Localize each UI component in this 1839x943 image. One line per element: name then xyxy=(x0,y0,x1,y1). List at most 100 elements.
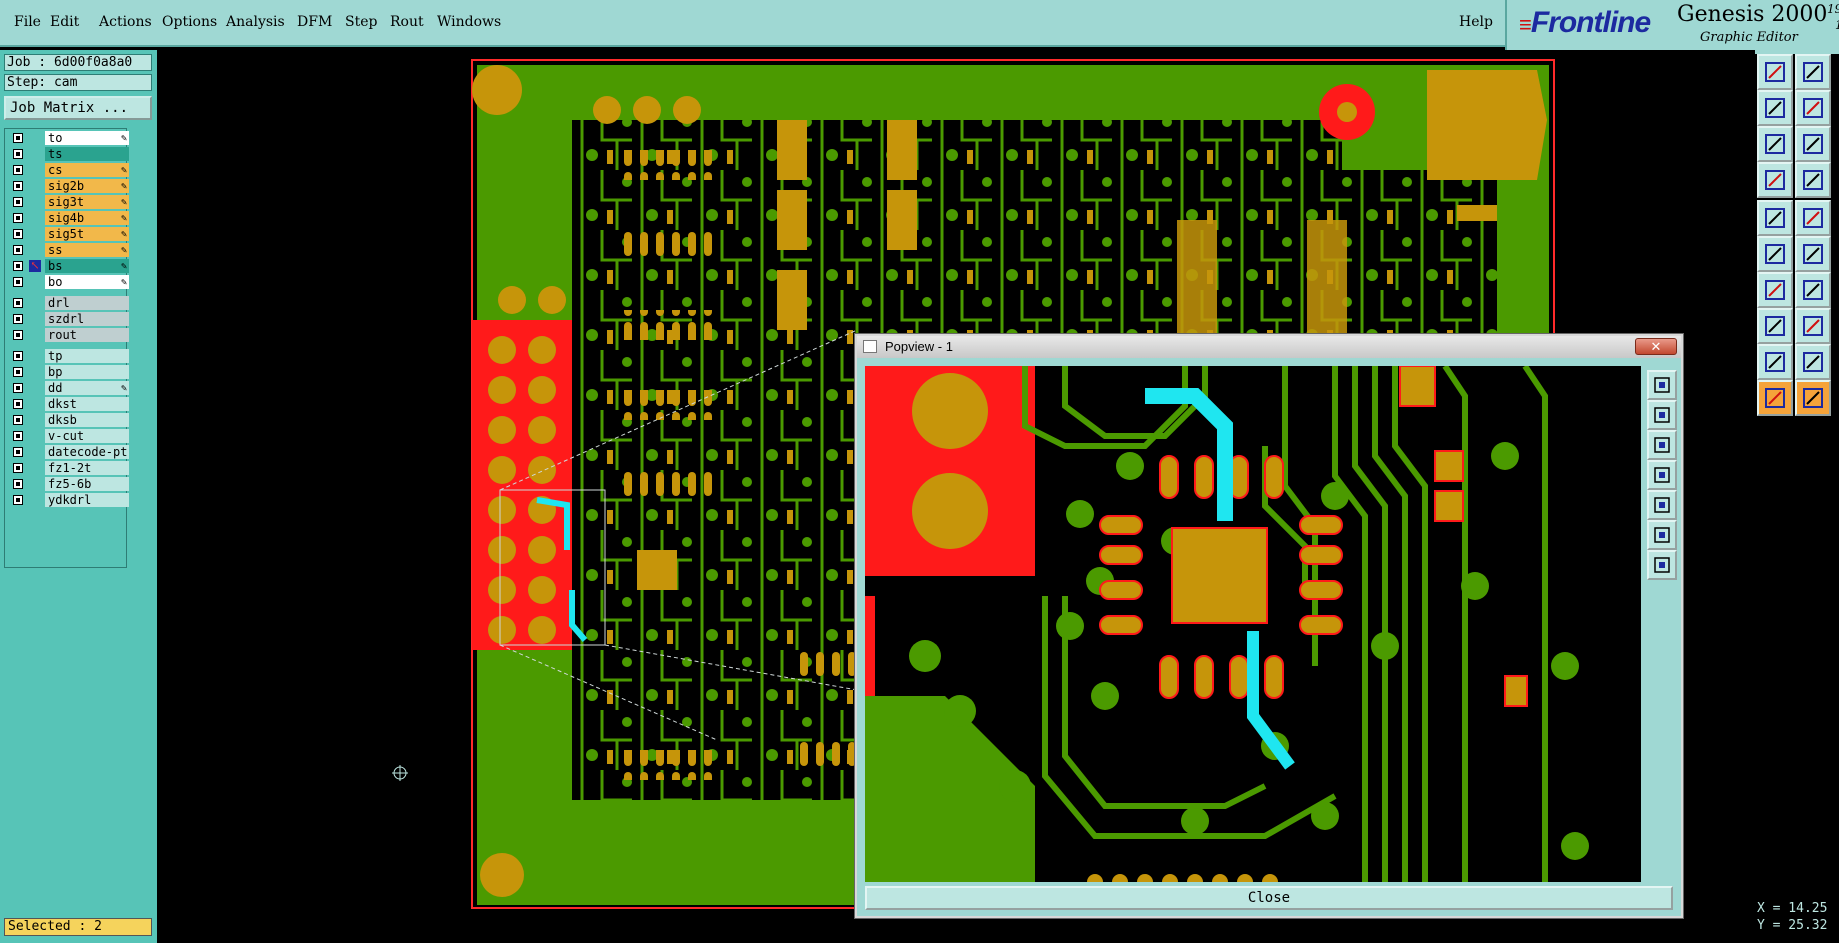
layer-name[interactable]: datecode-pt xyxy=(45,445,129,459)
layer-checkbox[interactable] xyxy=(13,479,23,489)
connect-icon[interactable] xyxy=(1757,236,1793,272)
layer-row-dksb[interactable]: dksb xyxy=(7,413,129,427)
select-line-icon[interactable] xyxy=(1795,200,1831,236)
draw-arc-icon[interactable] xyxy=(1757,272,1793,308)
layer-row-rout[interactable]: rout xyxy=(7,328,129,342)
layer-row-bs[interactable]: ↖bs✎ xyxy=(7,259,129,273)
menu-step[interactable]: Step xyxy=(345,14,378,30)
layer-row-sig2b[interactable]: sig2b✎ xyxy=(7,179,129,193)
layer-name[interactable]: bo✎ xyxy=(45,275,129,289)
layer-name[interactable]: dd✎ xyxy=(45,381,129,395)
menu-options[interactable]: Options xyxy=(162,14,218,30)
pointer-icon[interactable] xyxy=(1757,380,1793,416)
layer-checkbox[interactable] xyxy=(13,383,23,393)
zoom-out-icon[interactable] xyxy=(1647,550,1677,580)
layer-name[interactable]: fz1-2t xyxy=(45,461,129,475)
layer-row-to[interactable]: to✎ xyxy=(7,131,129,145)
triangle-icon[interactable] xyxy=(1757,344,1793,380)
layer-name[interactable]: sig4b✎ xyxy=(45,211,129,225)
triangle-alt-icon[interactable] xyxy=(1795,344,1831,380)
layer-checkbox[interactable] xyxy=(13,261,23,271)
zoom-fit-icon[interactable] xyxy=(1757,126,1793,162)
pan-right-icon[interactable] xyxy=(1647,490,1677,520)
layer-row-ts[interactable]: ts xyxy=(7,147,129,161)
save-icon[interactable] xyxy=(1647,430,1677,460)
menu-analysis[interactable]: Analysis xyxy=(226,14,285,30)
menu-rout[interactable]: Rout xyxy=(390,14,424,30)
layer-name[interactable]: sig5t✎ xyxy=(45,227,129,241)
grid-icon[interactable] xyxy=(1795,162,1831,198)
layer-name[interactable]: bp xyxy=(45,365,129,379)
zoom-save-icon[interactable] xyxy=(1795,54,1831,90)
layer-name[interactable]: fz5-6b xyxy=(45,477,129,491)
menu-dfm[interactable]: DFM xyxy=(297,14,333,30)
popview-titlebar[interactable]: Popview - 1 ✕ xyxy=(857,336,1681,358)
layer-row-bo[interactable]: bo✎ xyxy=(7,275,129,289)
layer-checkbox[interactable] xyxy=(13,245,23,255)
layer-name[interactable]: szdrl xyxy=(45,312,129,326)
layer-checkbox[interactable] xyxy=(13,298,23,308)
layer-checkbox[interactable] xyxy=(13,431,23,441)
measure-icon[interactable] xyxy=(1757,308,1793,344)
close-button[interactable]: Close xyxy=(865,886,1673,910)
menu-file[interactable]: File xyxy=(14,14,41,30)
draw-line-icon[interactable] xyxy=(1795,272,1831,308)
layer-name[interactable]: sig2b✎ xyxy=(45,179,129,193)
layer-checkbox[interactable] xyxy=(13,330,23,340)
menu-help[interactable]: Help xyxy=(1459,14,1493,30)
zoom-box-icon[interactable] xyxy=(1647,370,1677,400)
menu-windows[interactable]: Windows xyxy=(437,14,502,30)
layer-checkbox[interactable] xyxy=(13,463,23,473)
menu-edit[interactable]: Edit xyxy=(50,14,80,30)
layer-row-drl[interactable]: drl xyxy=(7,296,129,310)
layer-row-bp[interactable]: bp xyxy=(7,365,129,379)
layer-row-v-cut[interactable]: v-cut xyxy=(7,429,129,443)
layer-row-fz5-6b[interactable]: fz5-6b xyxy=(7,477,129,491)
close-icon[interactable]: ✕ xyxy=(1635,338,1677,355)
layer-row-ydkdrl[interactable]: ydkdrl xyxy=(7,493,129,507)
layer-name[interactable]: ts xyxy=(45,147,129,161)
layer-checkbox[interactable] xyxy=(13,181,23,191)
print-icon[interactable] xyxy=(1647,400,1677,430)
layer-checkbox[interactable] xyxy=(13,213,23,223)
layer-checkbox[interactable] xyxy=(13,367,23,377)
layer-name[interactable]: bs✎ xyxy=(45,259,129,273)
layer-row-dkst[interactable]: dkst xyxy=(7,397,129,411)
layer-row-datecode-pt[interactable]: datecode-pt xyxy=(7,445,129,459)
layer-checkbox[interactable] xyxy=(13,133,23,143)
layer-checkbox[interactable] xyxy=(13,447,23,457)
layer-name[interactable]: ydkdrl xyxy=(45,493,129,507)
layer-name[interactable]: dksb xyxy=(45,413,129,427)
layer-name[interactable]: ss✎ xyxy=(45,243,129,257)
zoom-home-icon[interactable] xyxy=(1757,54,1793,90)
pan-right-icon[interactable] xyxy=(1795,90,1831,126)
pan-left-icon[interactable] xyxy=(1757,90,1793,126)
layer-checkbox[interactable] xyxy=(13,399,23,409)
layer-checkbox[interactable] xyxy=(13,314,23,324)
layer-name[interactable]: tp xyxy=(45,349,129,363)
layer-row-tp[interactable]: tp xyxy=(7,349,129,363)
layer-checkbox[interactable] xyxy=(13,229,23,239)
layer-checkbox[interactable] xyxy=(13,415,23,425)
select-pad-icon[interactable] xyxy=(1757,200,1793,236)
cross-icon[interactable] xyxy=(1795,236,1831,272)
layer-row-sig4b[interactable]: sig4b✎ xyxy=(7,211,129,225)
layer-row-dd[interactable]: dd✎ xyxy=(7,381,129,395)
layer-name[interactable]: rout xyxy=(45,328,129,342)
layer-checkbox[interactable] xyxy=(13,197,23,207)
layer-name[interactable]: cs✎ xyxy=(45,163,129,177)
layer-name[interactable]: sig3t✎ xyxy=(45,195,129,209)
pointer-sel-icon[interactable] xyxy=(1795,380,1831,416)
layer-row-fz1-2t[interactable]: fz1-2t xyxy=(7,461,129,475)
layer-name[interactable]: drl xyxy=(45,296,129,310)
menu-actions[interactable]: Actions xyxy=(99,14,152,30)
zoom-in-icon[interactable] xyxy=(1795,126,1831,162)
layer-row-sig5t[interactable]: sig5t✎ xyxy=(7,227,129,241)
layer-checkbox[interactable] xyxy=(13,277,23,287)
pan-left-icon[interactable] xyxy=(1647,460,1677,490)
layer-checkbox[interactable] xyxy=(13,351,23,361)
popview-canvas[interactable] xyxy=(865,366,1641,882)
line-icon[interactable] xyxy=(1795,308,1831,344)
layer-row-cs[interactable]: cs✎ xyxy=(7,163,129,177)
layer-row-szdrl[interactable]: szdrl xyxy=(7,312,129,326)
